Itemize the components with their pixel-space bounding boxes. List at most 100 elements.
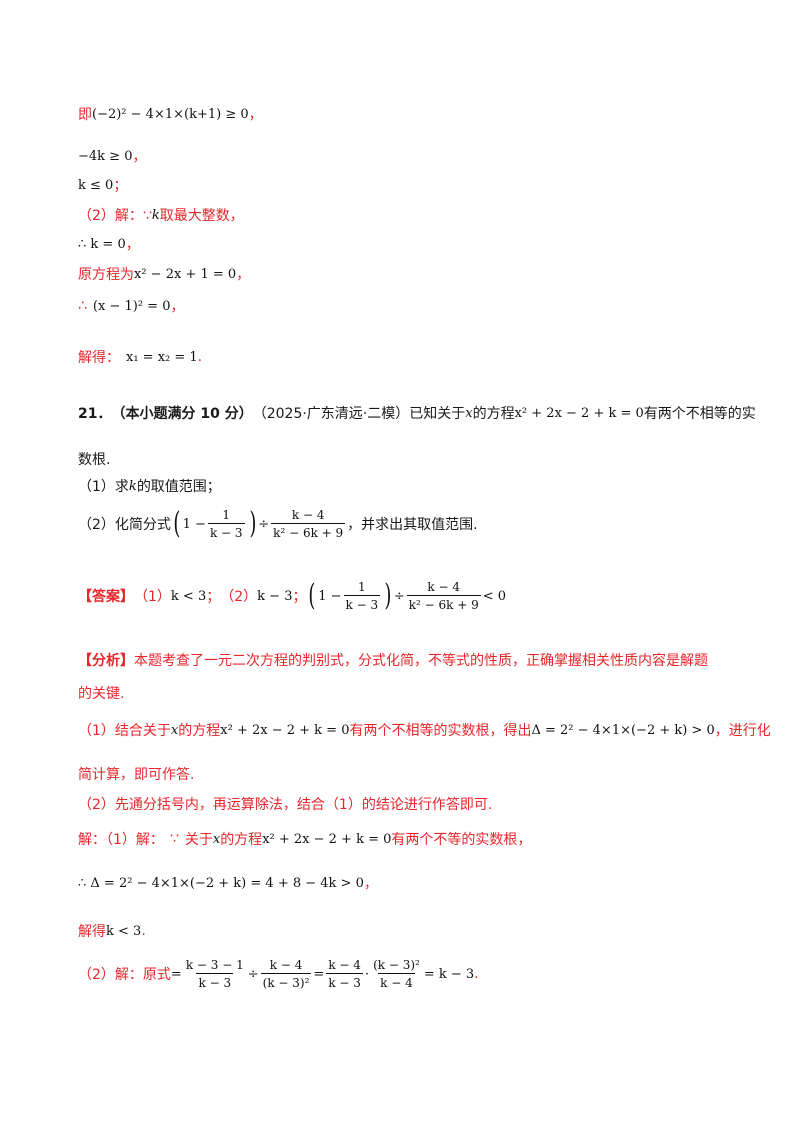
math-expression: k − 3 [257,588,293,604]
solution-line-2: ∴ Δ = 2² − 4×1×(−2 + k) = 4 + 8 − 4k > 0… [78,873,378,893]
math-one: 1 [318,588,327,604]
math-equation: x² + 2x − 2 + k = 0 [514,405,644,421]
punct: ； [113,178,128,194]
var-x: x [212,831,221,847]
question-21-line-2: 数根. [78,449,110,469]
step-text: 取最大整数， [159,208,244,224]
var-k: k [151,207,160,223]
analysis-text: 本题考查了一元二次方程的判别式，分式化简，不等式的性质，正确掌握相关性质内容是解… [134,653,708,669]
punct: . [474,966,479,982]
analysis-step-2: （2）先通分括号内，再运算除法，结合（1）的结论进行作答即可. [78,794,492,814]
fraction-numerator: k − 4 [427,580,461,594]
question-points: （本小题满分 10 分） [111,406,253,422]
math-result: = k − 3 [423,966,475,982]
because-symbol: ∵ [169,831,179,847]
math-equation: x² − 2x + 1 = 0 [134,266,237,282]
step-line-1: 即 (−2)² − 4×1×(k+1) ≥ 0 ， [78,104,263,124]
analysis-text: ，进行化 [714,723,771,739]
fraction-denominator: k² − 6k + 9 [271,523,346,540]
math-equation: ∴ k = 0 [78,236,126,252]
step-text: 即 [78,107,92,123]
solution-line-3: 解得 k < 3 . [78,921,146,941]
part-text: ，并求出其取值范围. [347,517,478,533]
analysis-text: （2）先通分括号内，再运算除法，结合（1）的结论进行作答即可. [78,797,493,813]
fraction-denominator: k − 4 [378,973,415,990]
step-line-7: ∴ (x − 1)² = 0 ， [78,296,184,316]
fraction-numerator: k − 3 − 1 [185,958,244,972]
punct: ， [236,267,251,283]
var-x: x [170,722,179,738]
step-text: （2）解：∵ [78,208,152,224]
solution-line-1: 解：（1）解： ∵ 关于 x 的方程 x² + 2x − 2 + k = 0 有… [78,829,531,849]
question-text: 已知关于 [409,406,466,422]
analysis-line-1: 【分析】 本题考查了一元二次方程的判别式，分式化简，不等式的性质，正确掌握相关性… [78,650,708,670]
fraction-numerator: k − 4 [291,508,325,522]
punct: ， [132,149,147,165]
question-text: 有两个不相等的实 [643,406,756,422]
math-inequality: k < 3 [170,588,207,604]
fraction-denominator: k² − 6k + 9 [406,595,481,612]
step-line-6: 原方程为 x² − 2x + 1 = 0 ， [78,264,250,284]
fraction-numerator: (k − 3)² [373,958,420,972]
punct: . [197,349,203,365]
analysis-text: （1）结合关于 [78,723,171,739]
punct: ， [363,876,378,892]
analysis-label: 【分析】 [78,653,134,669]
therefore-symbol: ∴ [78,298,87,314]
math-equation: x² + 2x − 2 + k = 0 [262,831,392,847]
step-line-8: 解得： x₁ = x₂ = 1 . [78,347,202,367]
analysis-step-1-cont: 简计算，即可作答. [78,764,194,784]
analysis-text: 的方程 [178,723,221,739]
solution-text: 的方程 [220,832,263,848]
answer-label: 【答案】 [78,589,134,605]
math-discriminant: Δ = 2² − 4×1×(−2 + k) > 0 [531,722,715,738]
question-text: 的方程 [472,406,515,422]
punct: ， [248,107,263,123]
question-source: （2025·广东清远·二模） [252,406,410,422]
punct: ， [170,299,185,315]
solution-text: 有两个不等的实数根， [391,832,532,848]
step-line-5: ∴ k = 0 ， [78,234,140,254]
solution-text: 解得 [78,924,106,940]
punct: ， [125,237,140,253]
punct: . [141,923,146,939]
fraction-numerator: 1 [357,580,366,594]
question-number: 21． [78,406,112,422]
math-inequality: k < 3 [106,923,142,939]
fraction-numerator: k − 4 [269,958,303,972]
analysis-text: 的关键. [78,686,125,702]
analysis-line-2: 的关键. [78,683,124,703]
analysis-text: 简计算，即可作答. [78,767,195,783]
var-x: x [465,405,473,421]
math-inequality: < 0 [482,588,507,604]
analysis-step-1: （1）结合关于 x 的方程 x² + 2x − 2 + k = 0 有两个不相等… [78,720,771,740]
part-text: 的取值范围； [136,479,221,495]
fraction-denominator: k − 3 [343,595,381,612]
question-21-part-1: （1）求 k 的取值范围； [78,476,221,496]
step-line-2: −4k ≥ 0 ， [78,146,146,166]
step-line-4: （2）解：∵ k 取最大整数， [78,205,244,225]
part-label: （1） [134,589,171,605]
fraction-denominator: k − 3 [326,973,363,990]
math-discriminant: ∴ Δ = 2² − 4×1×(−2 + k) = 4 + 8 − 4k > 0 [78,875,364,891]
math-inequality: −4k ≥ 0 [78,148,133,164]
math-inequality: k ≤ 0 [78,177,114,193]
fraction-numerator: k − 4 [328,958,361,972]
var-k: k [128,478,137,494]
question-text: 数根. [78,452,111,468]
question-21-line-1: 21． （本小题满分 10 分） （2025·广东清远·二模） 已知关于 x 的… [78,403,756,423]
solution-label: 解：（1）解： [78,832,164,848]
part-label: （2） [220,589,258,605]
step-text: 解得： [78,350,120,366]
